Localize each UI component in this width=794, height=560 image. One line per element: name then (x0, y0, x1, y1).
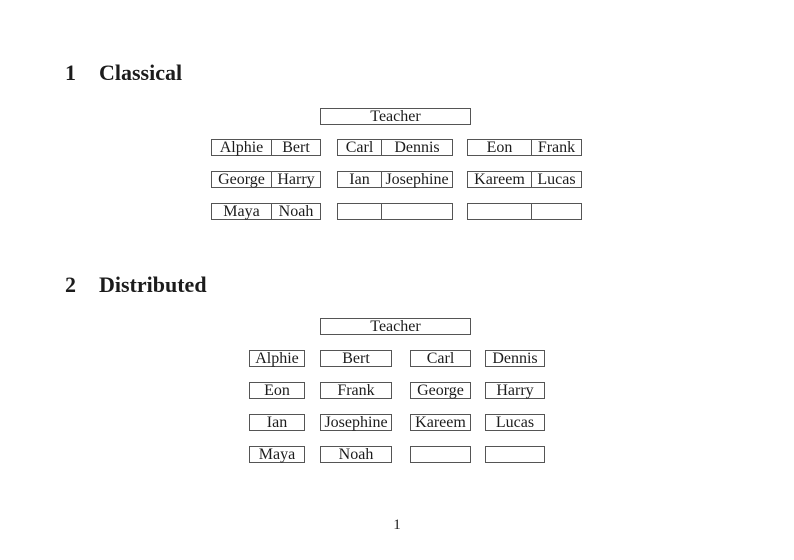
section-1-title: Classical (99, 60, 183, 85)
desk-box-empty (337, 203, 453, 220)
page-number: 1 (393, 517, 401, 533)
section-2-title: Distributed (99, 272, 207, 297)
seat-cell: Harry (277, 170, 315, 188)
seat-cell: Carl (338, 139, 382, 155)
seat-cell: Noah (278, 202, 314, 220)
seat-cell (532, 204, 581, 219)
desk-box: Alphie (249, 350, 305, 367)
desk-box: Josephine (320, 414, 392, 431)
seat-cell (382, 204, 452, 219)
seat-cell (468, 204, 532, 219)
desk-box: Noah (320, 446, 392, 463)
seat-cell: Maya (212, 203, 272, 219)
desk-box: George (410, 382, 471, 399)
seat-cell: Frank (537, 138, 576, 156)
desk-box: Maya Noah (211, 203, 321, 220)
desk-box: Ian Josephine (337, 171, 453, 188)
desk-box: George Harry (211, 171, 321, 188)
desk-box: Frank (320, 382, 392, 399)
desk-box: Dennis (485, 350, 545, 367)
seat-cell: Bert (282, 138, 310, 156)
seat-cell: George (212, 171, 272, 187)
desk-box-empty (410, 446, 471, 463)
desk-box: Bert (320, 350, 392, 367)
desk-box: Carl (410, 350, 471, 367)
desk-box: Ian (249, 414, 305, 431)
desk-box: Carl Dennis (337, 139, 453, 156)
desk-box-empty (467, 203, 582, 220)
seat-cell (338, 204, 382, 219)
desk-box: Eon Frank (467, 139, 582, 156)
desk-box: Kareem Lucas (467, 171, 582, 188)
seat-cell: Kareem (468, 171, 532, 187)
seat-cell: Lucas (537, 170, 576, 188)
desk-box-empty (485, 446, 545, 463)
seat-cell: Eon (468, 139, 532, 155)
desk-box: Maya (249, 446, 305, 463)
seat-cell: Ian (338, 171, 382, 187)
desk-box: Harry (485, 382, 545, 399)
teacher-box-distributed: Teacher (320, 318, 471, 335)
desk-box: Alphie Bert (211, 139, 321, 156)
desk-box: Eon (249, 382, 305, 399)
desk-box: Lucas (485, 414, 545, 431)
seat-cell: Josephine (385, 170, 449, 188)
teacher-box-classical: Teacher (320, 108, 471, 125)
seat-cell: Dennis (394, 138, 440, 156)
section-2-number: 2 (65, 272, 76, 297)
seat-cell: Alphie (212, 139, 272, 155)
section-1-number: 1 (65, 60, 76, 85)
desk-box: Kareem (410, 414, 471, 431)
